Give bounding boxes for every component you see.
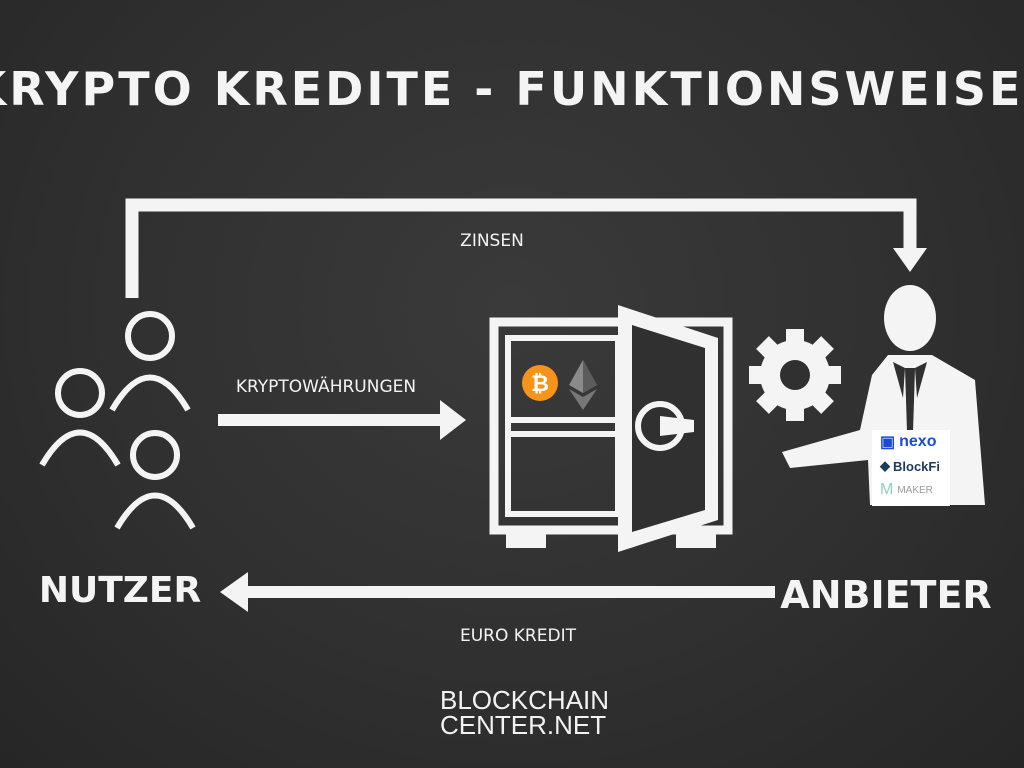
svg-text:₿: ₿ xyxy=(531,372,549,397)
users-label: NUTZER xyxy=(39,570,201,611)
crypto-arrow-shaft xyxy=(218,414,443,426)
page-title: KRYPTO KREDITE - FUNKTIONSWEISE xyxy=(0,62,1023,116)
crypto-arrowhead xyxy=(440,400,466,440)
bitcoin-icon: ₿ xyxy=(522,365,558,401)
ethereum-icon xyxy=(569,360,597,410)
safe-icon xyxy=(489,305,733,552)
euro-credit-arrowhead xyxy=(220,572,248,612)
nexo-text: nexo xyxy=(899,433,937,450)
interest-label: ZINSEN xyxy=(460,231,524,251)
crypto-label: KRYPTOWÄHRUNGEN xyxy=(236,376,416,397)
interest-arrow xyxy=(125,198,917,298)
euro-credit-arrow-shaft xyxy=(245,586,775,598)
blockfi-logo: ◆BlockFi xyxy=(880,458,940,474)
nexo-logo: ▣nexo xyxy=(880,433,937,451)
gear-icon xyxy=(749,329,841,421)
provider-label: ANBIETER xyxy=(780,573,991,617)
users-icon xyxy=(39,311,196,530)
logo-line-2: CENTER.NET xyxy=(440,710,607,740)
blockchain-center-logo: BLOCKCHAIN CENTER.NET xyxy=(440,685,610,740)
maker-text: MAKER xyxy=(897,484,933,496)
blockfi-text: BlockFi xyxy=(893,458,940,474)
logo-line-1: BLOCKCHAIN xyxy=(440,685,610,715)
interest-arrowhead xyxy=(893,248,927,272)
euro-credit-label: EURO KREDIT xyxy=(460,626,577,646)
